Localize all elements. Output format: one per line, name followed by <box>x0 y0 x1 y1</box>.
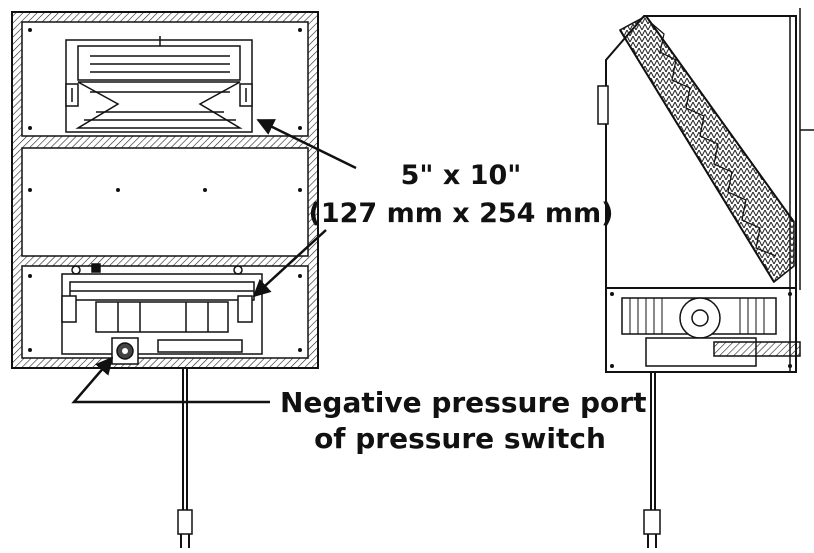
front-view <box>11 11 319 548</box>
pressure-port-label-line1: Negative pressure port <box>280 386 647 419</box>
callout-arrows <box>71 118 357 404</box>
power-cord <box>177 368 193 548</box>
side-view <box>597 8 814 548</box>
arrow-to-pressure-port <box>71 356 270 404</box>
pressure-port <box>111 337 139 365</box>
filter-size-metric: (127 mm x 254 mm) <box>308 198 614 229</box>
upper-filter-assembly <box>65 36 253 133</box>
screw-dots <box>28 28 302 352</box>
filter-size-imperial: 5" x 10" <box>400 160 522 191</box>
arrow-to-lower-filter <box>252 229 327 298</box>
middle-panel <box>21 147 309 257</box>
lower-fan-assembly <box>61 263 263 355</box>
arrow-to-upper-filter <box>256 118 357 170</box>
side-connector <box>713 341 801 357</box>
pressure-port-label-line2: of pressure switch <box>314 422 606 455</box>
side-housing <box>605 15 797 373</box>
